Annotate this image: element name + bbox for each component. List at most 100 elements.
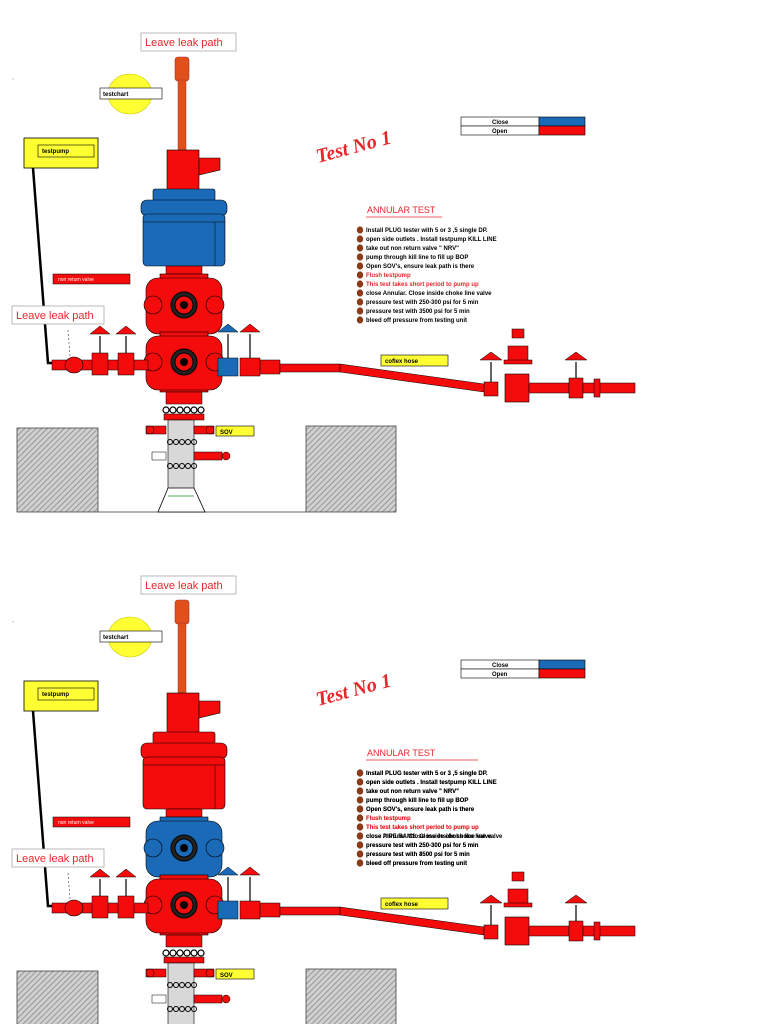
coflex-hose: [339, 363, 485, 393]
step-bullet: [356, 814, 364, 822]
step-bullet: [356, 778, 364, 786]
procedure-step: open side outlets . Install testpump KIL…: [366, 237, 497, 243]
ground-block-right: [305, 425, 397, 513]
coflex-box: [380, 354, 449, 367]
legend-open-swatch: [538, 668, 586, 679]
testchart-box: [99, 630, 163, 643]
procedure-step: pressure test with 3500 psi for 5 min: [366, 852, 470, 858]
procedure-step: Open SOV's, ensure leak path is there: [366, 807, 475, 813]
choke-line-valves: [217, 323, 281, 377]
legend-open-label: Open: [492, 129, 508, 135]
procedure-step: This test takes short period to pump up: [366, 282, 479, 288]
procedure-step: Install PLUG tester with 5 or 3 ,5 singl…: [366, 771, 488, 777]
choke-line-valves: [217, 866, 281, 920]
stem-valve-block: [166, 692, 200, 734]
procedure-step: pump through kill line to fill up BOP: [366, 798, 468, 804]
annular-preventer: [140, 731, 228, 810]
nrv-tag-label: non return valve: [58, 820, 94, 826]
test-panel-1: Leave leak path testchart ˈ testpump: [11, 32, 636, 513]
nrv-tag-box: [52, 273, 131, 285]
procedure-step: bleed off pressure from testing unit: [366, 318, 467, 324]
test-title: Test No 1: [314, 670, 394, 711]
choke-line-pipe: [279, 363, 341, 373]
procedure-step: pressure test with 3500 psi for 5 min: [366, 309, 470, 315]
procedure-step: take out non return valve " NRV": [366, 246, 459, 252]
non-return-valve: [64, 899, 84, 917]
test-stem-rod: [177, 79, 187, 153]
test-stem-top: [174, 56, 190, 82]
procedure-step: close PIPE RAMS. Close inside choke line…: [366, 834, 503, 840]
upper-ram: [143, 816, 225, 880]
nrv-tag-label: non return valve: [58, 277, 94, 283]
test-stem-rod: [177, 622, 187, 696]
procedure-step: open side outlets . Install testpump KIL…: [366, 780, 497, 786]
leak-path-left-label: Leave leak path: [16, 853, 94, 865]
legend-close-swatch: [538, 659, 586, 670]
annular-preventer: [140, 188, 228, 267]
leak-path-left-box: [11, 305, 105, 325]
step-bullet: [356, 769, 364, 777]
testpump-label-box: [37, 144, 95, 158]
step-bullet: [356, 262, 364, 270]
coflex-hose: [339, 906, 485, 936]
sov-box: [215, 425, 255, 437]
step-bullet: [356, 841, 364, 849]
small-mark: ˈ: [12, 622, 14, 628]
procedure-step: pump through kill line to fill up BOP: [366, 798, 468, 804]
upper-ram: [143, 273, 225, 337]
leak-path-left-box: [11, 848, 105, 868]
kill-line-valves: [89, 868, 137, 919]
wellhead-casing: [167, 962, 195, 1024]
procedure-steps: Install PLUG tester with 5 or 3 ,5 singl…: [356, 769, 503, 867]
coflex-label: coflex hose: [385, 902, 419, 908]
procedure-steps: Install PLUG tester with 5 or 3 ,5 singl…: [356, 226, 497, 324]
stem-valve-handle: [198, 157, 221, 176]
casing-studs: [167, 439, 197, 469]
valve-legend: Close Open: [460, 116, 586, 136]
step-bullet: [356, 289, 364, 297]
step-bullet: [356, 316, 364, 324]
ground-block-right: [305, 968, 397, 1024]
procedure-step: Install PLUG tester with 5 or 3 ,5 singl…: [366, 771, 488, 777]
lower-ram: [143, 874, 225, 936]
coflex-label: coflex hose: [385, 359, 419, 365]
step-bullet: [356, 796, 364, 804]
procedure-step: take out non return valve " NRV": [366, 789, 459, 795]
wellhead-flange: [163, 413, 205, 421]
step-bullet: [356, 235, 364, 243]
section-title: ANNULAR TEST: [367, 205, 436, 215]
legend-open-swatch: [538, 125, 586, 136]
procedure-step: pump through kill line to fill up BOP: [366, 255, 468, 261]
procedure-step: Flush testpump: [366, 816, 411, 822]
step-bullet: [356, 271, 364, 279]
testpump-label: testpump: [42, 692, 69, 698]
testchart-label: testchart: [103, 635, 128, 641]
step-bullet: [356, 253, 364, 261]
procedure-step: bleed off pressure from testing unit: [366, 861, 467, 867]
leak-path-top-box: [140, 575, 237, 595]
small-mark: ˈ: [12, 79, 14, 85]
wellhead-casing: [167, 419, 195, 491]
casing-studs: [167, 982, 197, 1012]
nrv-tag-box: [52, 816, 131, 828]
sov-label: SOV: [220, 973, 233, 979]
coflex-box: [380, 897, 449, 910]
step-bullet: [356, 805, 364, 813]
procedure-step: Flush testpump: [366, 816, 411, 822]
testchart-box: [99, 87, 163, 100]
choke-manifold: [479, 328, 636, 403]
legend-close-swatch: [538, 116, 586, 127]
test-stem-top: [174, 599, 190, 625]
step-bullet: [356, 850, 364, 858]
wellhead-flange: [163, 956, 205, 964]
procedure-step: close Annular. Close inside choke line v…: [366, 834, 492, 840]
step-bullet: [356, 298, 364, 306]
flange-studs: [162, 406, 205, 414]
test-panel-2: Leave leak path testchart ˈ testpump: [11, 575, 636, 1024]
procedure-step: Open SOV's, ensure leak path is there: [366, 264, 475, 270]
testpump-hose: [31, 710, 56, 908]
section-title: ANNULAR TEST: [367, 748, 436, 758]
casing-base: [157, 487, 206, 513]
sov-valves: [145, 968, 231, 1004]
